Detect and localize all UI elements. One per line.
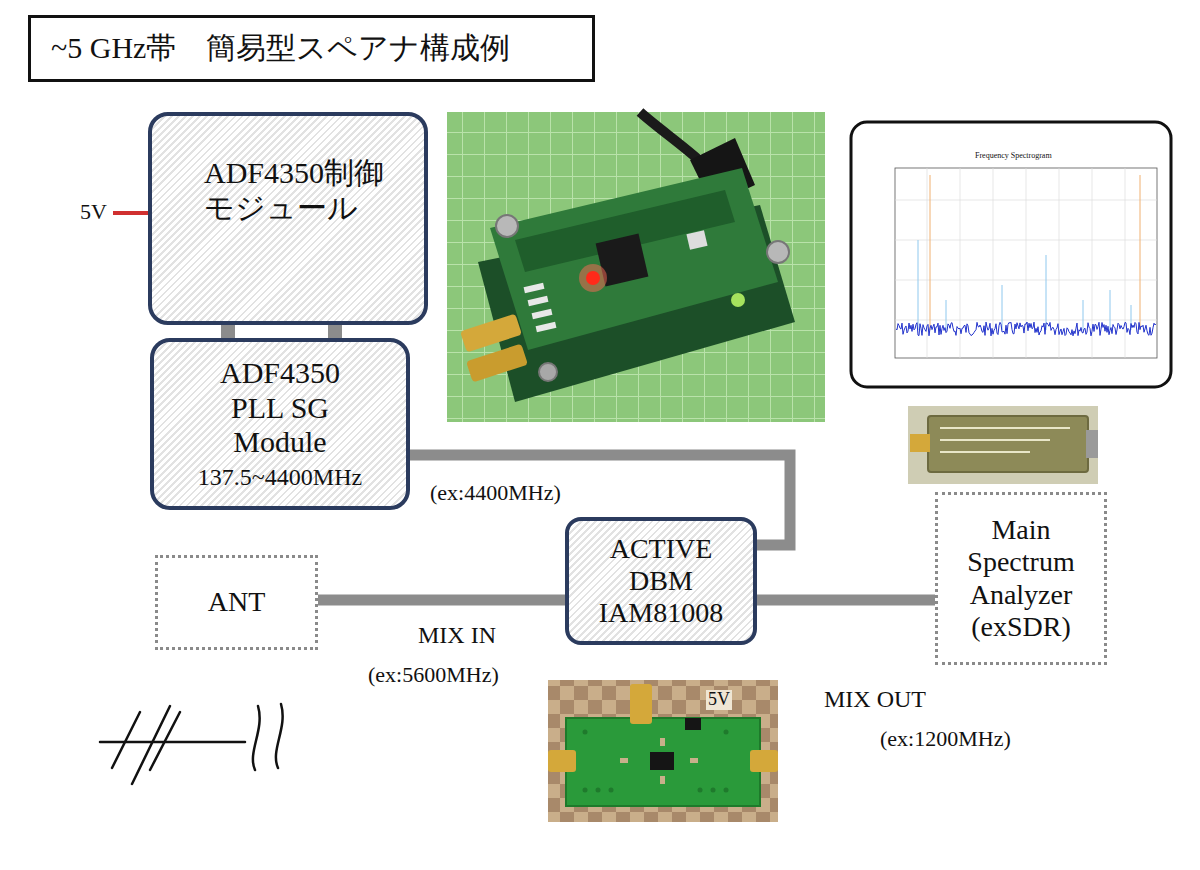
cutting-mat-grid — [447, 112, 825, 422]
standoff-nut — [496, 215, 518, 237]
pcb-holes — [583, 730, 729, 793]
box-heading: ACTIVE DBM IAM81008 — [586, 533, 736, 630]
signal-cable — [757, 595, 935, 606]
mixer-box: ACTIVE DBM IAM81008 — [565, 517, 757, 645]
supply-label: 5V — [80, 200, 107, 224]
sma-connector — [630, 684, 652, 724]
title-text: ~5 GHz帯 簡易型スペアナ構成例 — [51, 28, 510, 69]
signal-name: MIX OUT — [824, 686, 926, 712]
plot-title: Frequency Spectrogram — [975, 152, 1052, 161]
box-heading: ANT — [208, 586, 266, 618]
dongle-body — [928, 416, 1088, 472]
usb-plug — [1086, 430, 1098, 458]
screenshot-frame — [851, 122, 1171, 387]
push-button — [686, 230, 707, 250]
box-heading: Main Spectrum Analyzer (exSDR) — [946, 514, 1096, 643]
signal-name: MIX IN — [418, 622, 496, 648]
antenna-box: ANT — [155, 555, 318, 650]
sma-connector — [910, 434, 930, 452]
photo-ground — [548, 680, 778, 822]
mixer-pcb — [566, 718, 760, 806]
analyzer-box: Main Spectrum Analyzer (exSDR) — [935, 492, 1107, 665]
spectrum-spikes — [918, 240, 1131, 330]
signal-cable — [318, 595, 565, 606]
title-box: ~5 GHz帯 簡易型スペアナ構成例 — [28, 15, 595, 82]
supply-wire — [113, 211, 148, 215]
dongle-print — [940, 428, 1070, 452]
green-led — [731, 293, 745, 307]
antenna-symbol — [100, 704, 283, 784]
frequency-note: (ex:5600MHz) — [368, 663, 499, 687]
plot-grid — [895, 168, 1157, 358]
sdr-dongle-photo — [908, 406, 1098, 484]
photo-ground — [447, 112, 825, 422]
signal-cable — [221, 325, 235, 338]
upper-pcb — [490, 168, 778, 350]
sma-connector — [548, 750, 576, 772]
noise-floor — [896, 322, 1156, 336]
sma-connector — [466, 344, 528, 383]
spectrum-markers — [930, 175, 1140, 330]
mixer-board-photo — [548, 680, 778, 822]
controller-module-box: ADF4350制御 モジュール — [148, 112, 428, 325]
frequency-note: (ex:1200MHz) — [880, 727, 1011, 751]
board-photo — [447, 112, 825, 422]
smd-parts — [620, 738, 698, 784]
sma-connector — [750, 750, 778, 772]
box-subtext: 137.5~4400MHz — [198, 464, 362, 492]
spectrum-screenshot — [851, 122, 1171, 387]
standoff-nut — [539, 363, 557, 381]
frequency-note: (ex:4400MHz) — [430, 481, 561, 505]
pin-header — [685, 718, 701, 730]
box-heading: ADF4350 PLL SG Module — [195, 356, 365, 460]
box-heading: ADF4350制御 モジュール — [204, 156, 404, 225]
pin-header — [524, 283, 557, 332]
red-led — [586, 271, 600, 285]
standoff-nut — [767, 241, 789, 263]
supply-label: 5V — [706, 690, 732, 710]
led-glow — [579, 264, 607, 292]
plot-area — [895, 168, 1157, 358]
mixer-chip — [650, 752, 674, 770]
pll-sg-module-box: ADF4350 PLL SG Module 137.5~4400MHz — [150, 338, 410, 510]
photo-ground — [908, 406, 1098, 484]
